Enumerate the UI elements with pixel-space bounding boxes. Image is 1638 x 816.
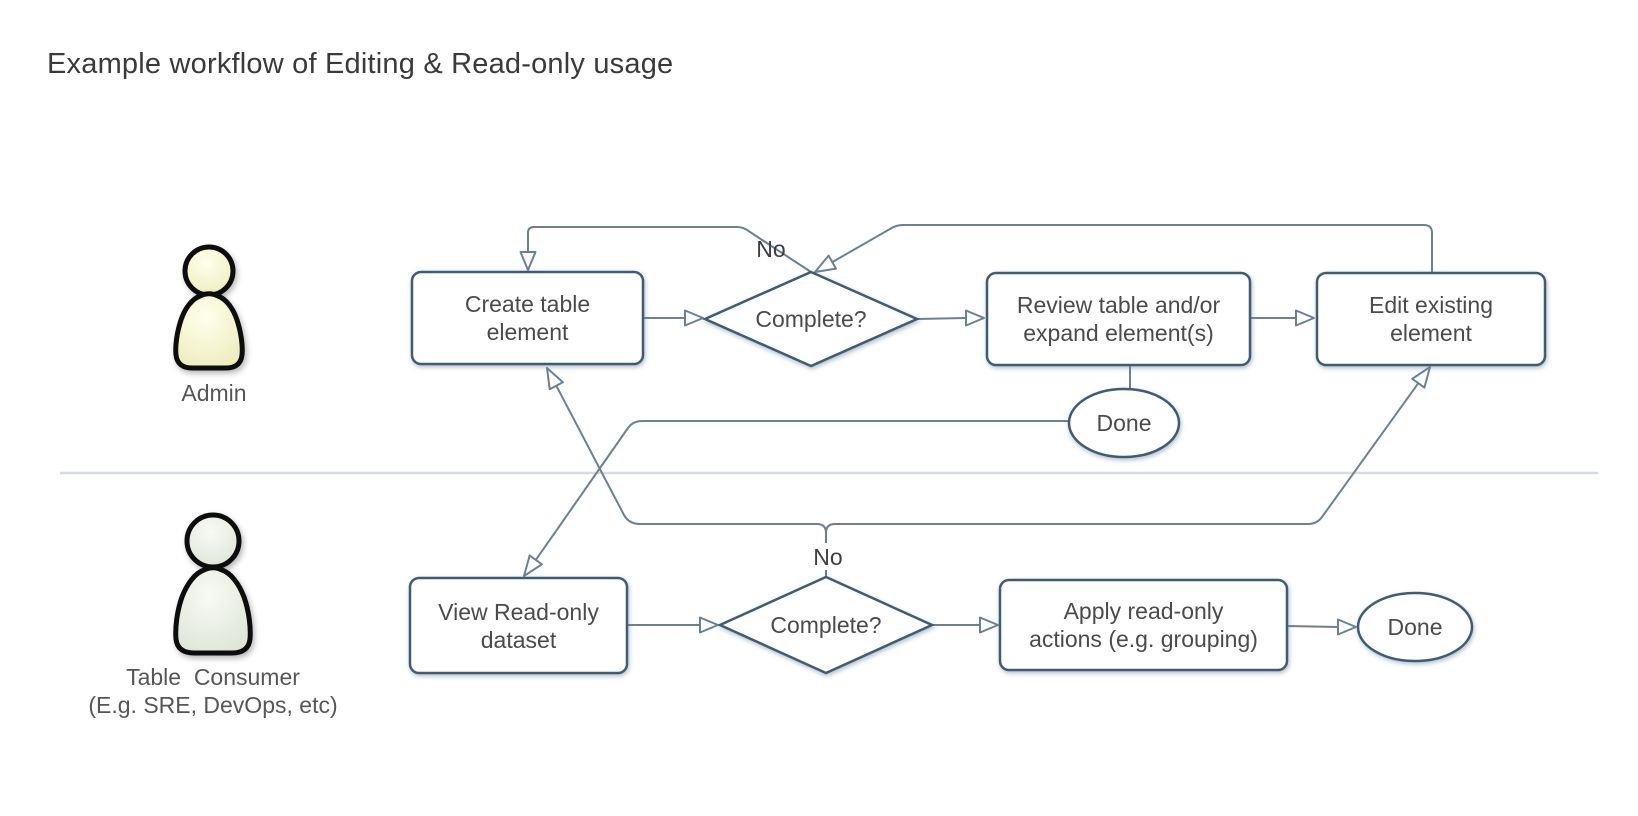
edge-edit-to-complete (814, 224, 1433, 273)
edge-review-to-edit (1250, 309, 1315, 327)
done-consumer-label: Done (1387, 614, 1443, 640)
edge-label-no-consumer: No (801, 543, 855, 570)
consumer-person-icon (173, 512, 253, 656)
decision-admin-complete-label: Complete? (755, 306, 867, 332)
node-view-readonly-dataset (408, 576, 629, 675)
node-decision-consumer-complete (716, 575, 936, 675)
admin-lane-label: Admin (181, 380, 247, 406)
review-table-label: Review table and/or expand element(s) (1016, 292, 1221, 346)
edge-no-loop-admin (519, 226, 812, 273)
consumer-lane-label: Table Consumer (E.g. SRE, DevOps, etc) (88, 664, 338, 718)
decision-consumer-complete-label: Complete? (770, 612, 882, 638)
node-decision-admin-complete (701, 270, 921, 368)
edge-create-to-complete (643, 309, 704, 327)
edge-label-no-admin: No (756, 236, 786, 262)
node-apply-readonly-actions (998, 578, 1289, 672)
view-readonly-dataset-label: View Read-only dataset (438, 598, 599, 653)
edge-apply-to-done (1286, 618, 1357, 636)
node-review-table (985, 271, 1252, 367)
edge-done-to-view (523, 420, 1069, 577)
apply-readonly-actions-label: Apply read-only actions (e.g. grouping) (1029, 598, 1258, 652)
edge-complete-to-apply (932, 616, 999, 634)
node-done-admin (1067, 387, 1181, 459)
done-admin-label: Done (1096, 410, 1152, 436)
node-done-consumer (1356, 591, 1474, 663)
admin-person-icon (173, 244, 245, 371)
node-create-table-element (410, 270, 645, 366)
diagram-title: Example workflow of Editing & Read-only … (47, 48, 674, 80)
edge-complete-to-review (916, 309, 985, 327)
create-table-element-label: Create table element (464, 291, 591, 345)
edit-existing-element-label: Edit existing element (1368, 292, 1493, 346)
edge-view-to-complete (627, 616, 719, 634)
edge-no-consumer-to-edit (825, 366, 1431, 534)
node-edit-existing-element (1315, 271, 1547, 367)
